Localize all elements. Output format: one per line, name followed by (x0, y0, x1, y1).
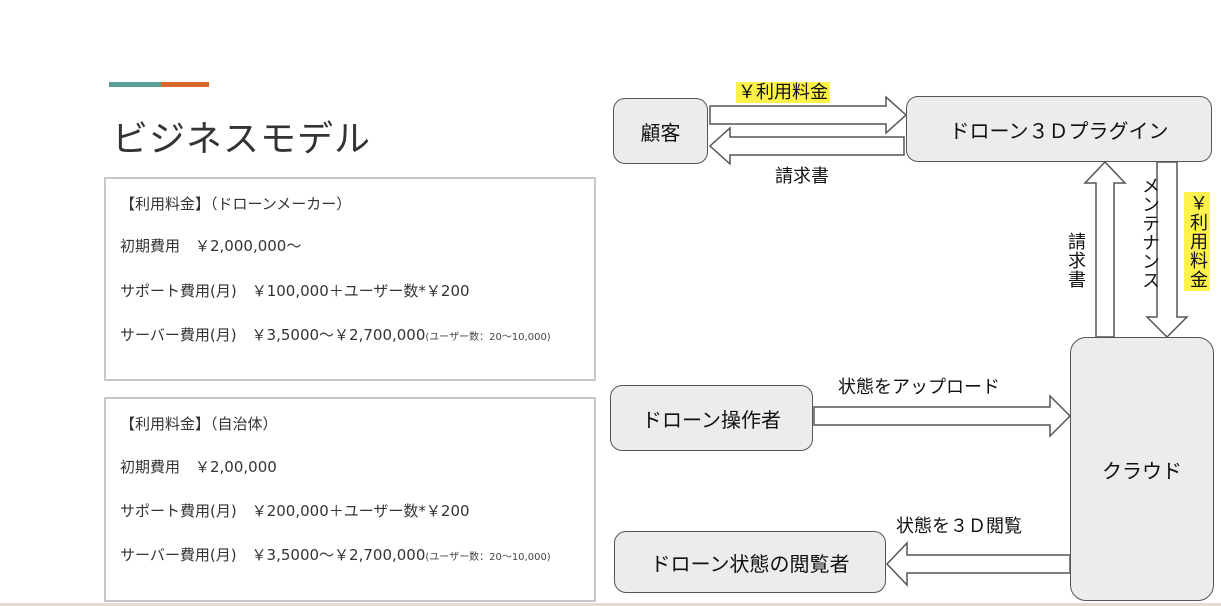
node-customer: 顧客 (613, 98, 708, 164)
plan-server-fee: サーバー費用(月) ￥3,5000〜￥2,700,000(ユーザー数：20〜10… (120, 324, 551, 345)
plan-server-fee-text: サーバー費用(月) ￥3,5000〜￥2,700,000 (120, 546, 426, 564)
label-fee-top: ￥利用料金 (736, 78, 830, 104)
label-invoice-top: 請求書 (775, 166, 829, 187)
plan-heading: 【利用料金】（自治体） (120, 415, 278, 433)
node-cloud: クラウド (1070, 337, 1214, 601)
plan-support-fee: サポート費用(月) ￥200,000＋ユーザー数*￥200 (120, 502, 470, 520)
plan-initial-fee: 初期費用 ￥2,00,000 (120, 458, 277, 476)
label-upload: 状態をアップロード (838, 377, 1000, 398)
label-invoice-side: 請求書 (1065, 232, 1086, 289)
plan-heading: 【利用料金】（ドローンメーカー） (120, 195, 352, 213)
plan-card-drone-maker: 【利用料金】（ドローンメーカー） 初期費用 ￥2,000,000〜 サポート費用… (104, 177, 596, 381)
node-drone-operator: ドローン操作者 (610, 385, 813, 451)
arrow-maintenance-to-cloud (1145, 161, 1189, 339)
plan-card-municipality: 【利用料金】（自治体） 初期費用 ￥2,00,000 サポート費用(月) ￥20… (104, 397, 596, 602)
plan-server-fee-note: (ユーザー数：20〜10,000) (425, 552, 551, 563)
plan-support-fee: サポート費用(月) ￥100,000＋ユーザー数*￥200 (120, 282, 470, 300)
arrow-upload-to-cloud (813, 394, 1072, 438)
bottom-rule (0, 603, 1221, 606)
title-accent-orange (161, 82, 209, 87)
plan-server-fee-note: (ユーザー数：20〜10,000) (425, 332, 551, 343)
node-drone-status-viewer: ドローン状態の閲覧者 (614, 531, 886, 593)
label-maintenance: メンテナンス (1139, 176, 1160, 290)
plan-server-fee: サーバー費用(月) ￥3,5000〜￥2,700,000(ユーザー数：20〜10… (120, 544, 551, 565)
arrow-view-to-viewer (885, 541, 1071, 587)
arrow-invoice-to-plugin (1083, 160, 1127, 338)
label-fee-side: ￥利用料金 (1184, 192, 1210, 291)
page-title: ビジネスモデル (112, 119, 372, 160)
highlight-fee-top: ￥利用料金 (736, 82, 830, 103)
plan-server-fee-text: サーバー費用(月) ￥3,5000〜￥2,700,000 (120, 326, 426, 344)
title-accent-teal (109, 82, 161, 87)
label-view-3d: 状態を３Ｄ閲覧 (896, 516, 1022, 537)
node-drone-3d-plugin: ドローン３Ｄプラグイン (906, 96, 1212, 162)
arrow-invoice-to-customer (708, 126, 905, 166)
arrow-fee-to-plugin (709, 95, 908, 135)
plan-initial-fee: 初期費用 ￥2,000,000〜 (120, 237, 302, 255)
